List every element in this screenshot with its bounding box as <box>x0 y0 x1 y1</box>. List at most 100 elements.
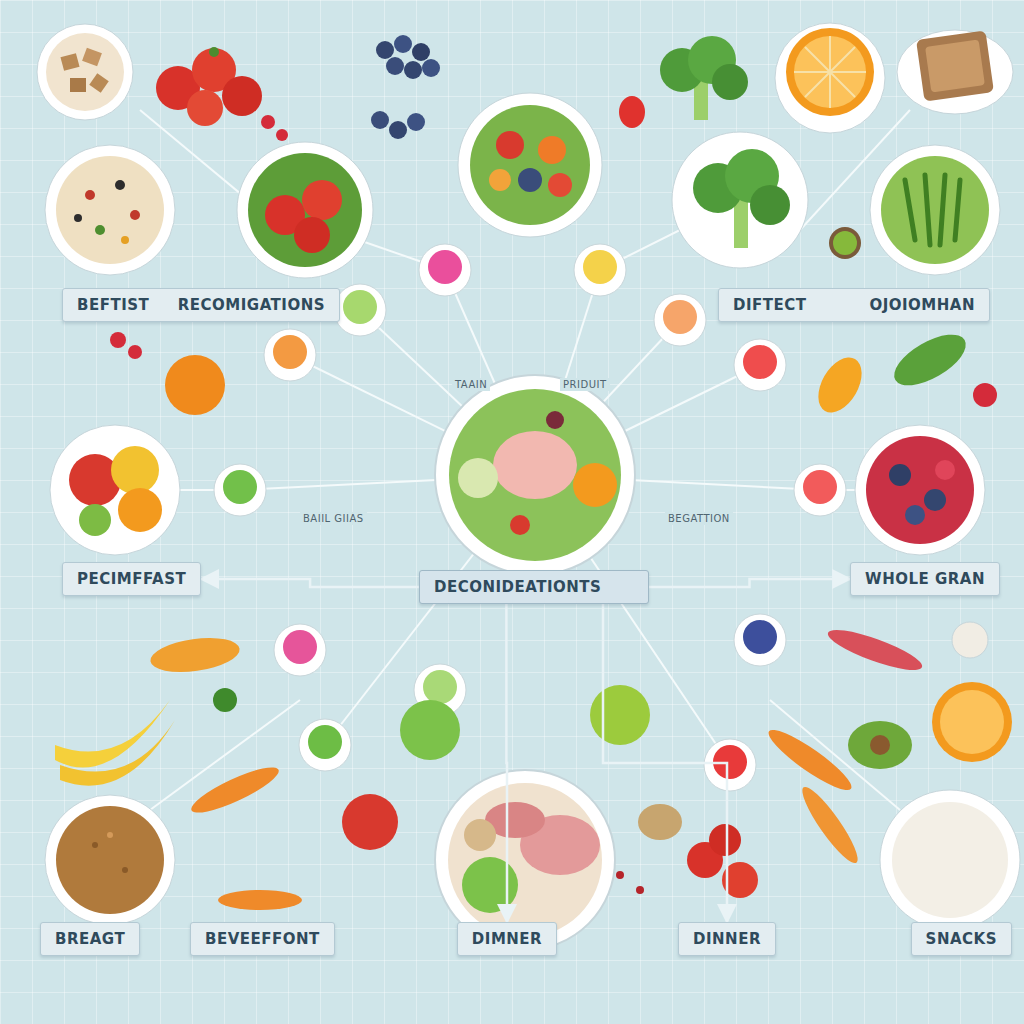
strawberry <box>973 383 997 407</box>
pill <box>419 244 471 296</box>
grain <box>56 806 164 914</box>
connector-arrow <box>649 579 850 587</box>
bowl <box>855 425 985 555</box>
banner-text: WHOLE GRAN <box>865 570 985 588</box>
pill <box>334 284 386 336</box>
pill-icons <box>214 244 846 791</box>
blueberry <box>924 489 946 511</box>
apple <box>111 446 159 494</box>
tomato <box>294 217 330 253</box>
lettuce <box>400 700 460 760</box>
pill <box>299 719 351 771</box>
blueberry <box>404 61 422 79</box>
pill <box>654 294 706 346</box>
apple-slice <box>458 458 498 498</box>
pill-color <box>803 470 837 504</box>
pill-color <box>663 300 697 334</box>
bread-crumb <box>925 39 985 92</box>
bean <box>546 411 564 429</box>
banner-text: BEFTIST <box>77 296 149 314</box>
cracker <box>60 53 79 71</box>
blueberry <box>376 41 394 59</box>
blueberry <box>422 59 440 77</box>
bowl <box>880 790 1020 930</box>
berry <box>128 345 142 359</box>
blueberry <box>412 43 430 61</box>
leaf <box>79 504 111 536</box>
lettuce <box>462 857 518 913</box>
greens <box>248 153 362 267</box>
tomato <box>510 515 530 535</box>
blueberry <box>389 121 407 139</box>
label-banner: BEVEEFFONT <box>190 922 335 956</box>
cucumber <box>886 324 973 395</box>
connector-arrow <box>505 604 508 922</box>
connector-arrow <box>603 604 727 922</box>
label-banner: BREAGT <box>40 922 140 956</box>
dinner <box>448 783 602 937</box>
bowl <box>37 24 133 120</box>
pill <box>574 244 626 296</box>
orange-segments <box>794 36 866 108</box>
pill <box>734 614 786 666</box>
label-banner: SNACKS <box>911 922 1012 956</box>
pasta-bit <box>74 214 82 222</box>
pasta <box>56 156 164 264</box>
blueberry <box>371 111 389 129</box>
label-banner: BEFTISTRECOMIGATIONS <box>62 288 340 322</box>
rice <box>892 802 1008 918</box>
pill-color <box>283 630 317 664</box>
carrot <box>187 760 283 821</box>
pill-color <box>223 470 257 504</box>
orange <box>165 355 225 415</box>
banner-text: DECONIDEATIONTS <box>434 578 601 596</box>
label-banner: PECIMFFAST <box>62 562 201 596</box>
pasta-bit <box>95 225 105 235</box>
sprout <box>213 688 237 712</box>
grain-dot <box>107 832 113 838</box>
pepper <box>489 169 511 191</box>
blueberry <box>407 113 425 131</box>
tomato <box>709 824 741 856</box>
banner-text: SNACKS <box>926 930 997 948</box>
orange <box>118 488 162 532</box>
small-caption: BAIIL GIIAS <box>300 512 367 525</box>
apple <box>342 794 398 850</box>
bowl <box>45 145 175 275</box>
orange <box>786 28 874 116</box>
tomato-stem <box>209 47 219 57</box>
pill-color <box>308 725 342 759</box>
bread <box>916 30 994 101</box>
small-caption: TAAIN <box>452 378 490 391</box>
bowl <box>237 142 373 278</box>
label-banner: DECONIDEATIONTS <box>419 570 649 604</box>
pill-color <box>743 345 777 379</box>
small-caption: PRIDUIT <box>560 378 610 391</box>
banner-text: BREAGT <box>55 930 125 948</box>
nut <box>464 819 496 851</box>
orange <box>932 682 1012 762</box>
banner-text: DINNER <box>693 930 761 948</box>
strawberry <box>548 173 572 197</box>
strawberry <box>619 96 645 128</box>
salad <box>470 105 590 225</box>
strawberry <box>496 131 524 159</box>
banner-text: OJOIOMHAN <box>869 296 975 314</box>
avocado-pit <box>870 735 890 755</box>
banana <box>55 700 170 768</box>
connector-arrow <box>201 579 419 587</box>
meat <box>493 431 577 499</box>
bowl <box>435 375 635 575</box>
cracker <box>82 48 102 67</box>
small-bowl <box>952 622 988 658</box>
grain-dot <box>92 842 98 848</box>
grain-dot <box>122 867 128 873</box>
bowl-food <box>46 33 124 111</box>
carrot <box>795 782 864 869</box>
carrot-slice <box>538 136 566 164</box>
label-banner: DINNER <box>678 922 776 956</box>
banner-text: BEVEEFFONT <box>205 930 320 948</box>
berry <box>110 332 126 348</box>
pill-color <box>273 335 307 369</box>
